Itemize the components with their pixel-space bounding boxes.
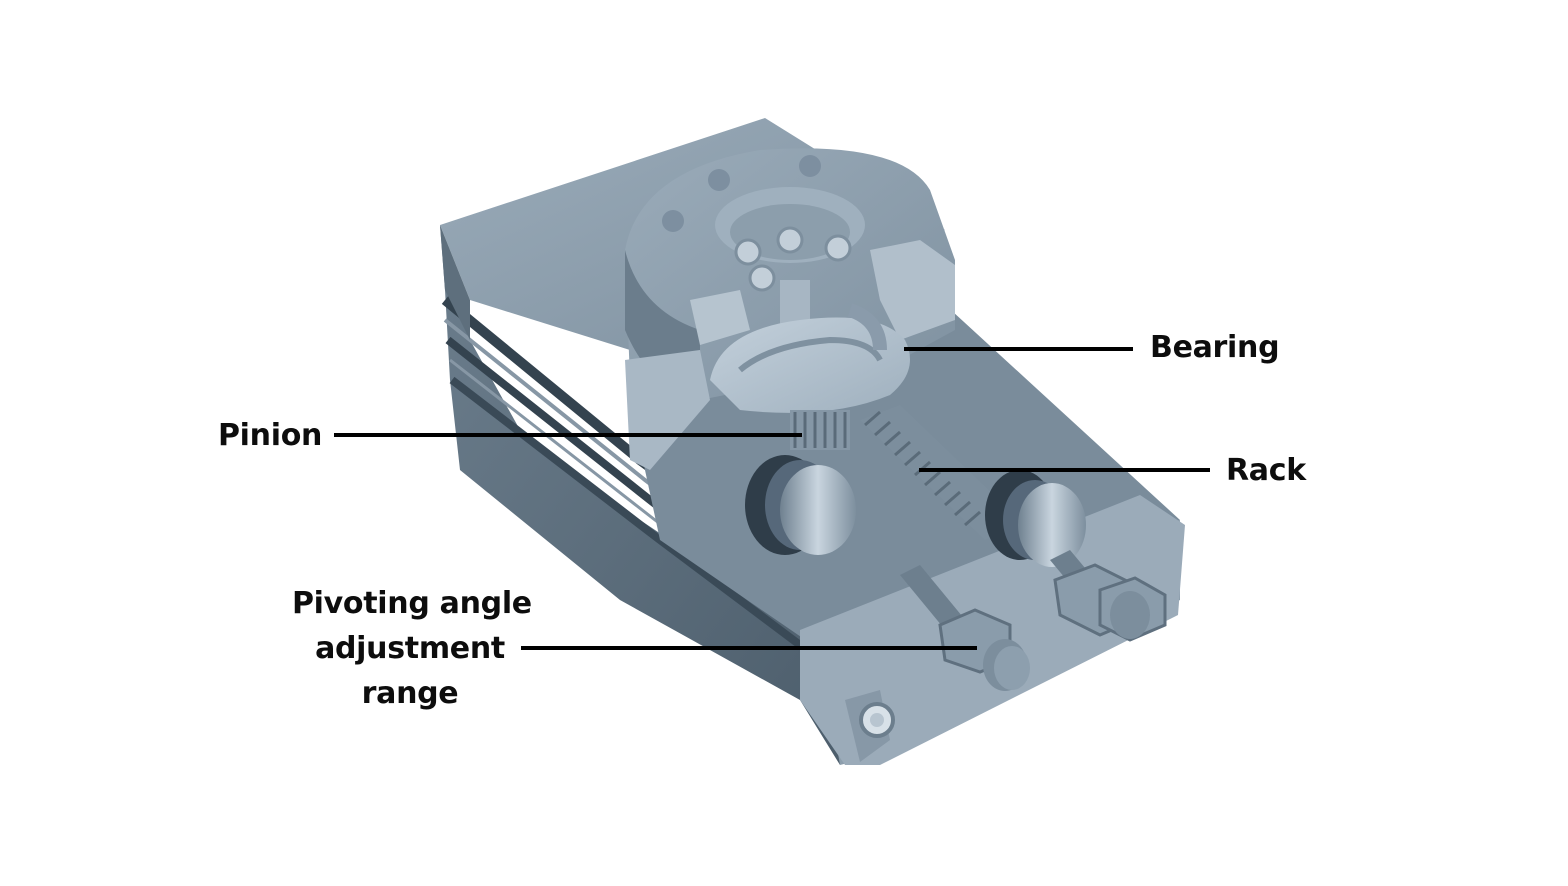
pivot-label-line-2: adjustment [315,631,505,666]
pinion-label: Pinion [218,418,323,453]
adjustment-screw-right [1050,550,1167,642]
adjustment-screw-left [900,565,1030,691]
rack [860,405,1020,540]
pivoting-angle-adjustment-range-label: Pivoting angle adjustment range [292,581,532,716]
rack-label: Rack [1226,453,1306,488]
bearing [710,303,910,413]
pivot-label-line-3: range [361,676,459,711]
bearing-label: Bearing [1150,330,1280,365]
left-piston [745,455,856,555]
bolt-heads [734,226,852,292]
housing-cutaway-wall [625,350,710,470]
leader-lines [334,347,1210,650]
right-piston [985,470,1086,567]
pivot-label-line-1: Pivoting angle [292,586,532,621]
pinion [790,410,850,450]
rotary-flange [625,148,955,400]
